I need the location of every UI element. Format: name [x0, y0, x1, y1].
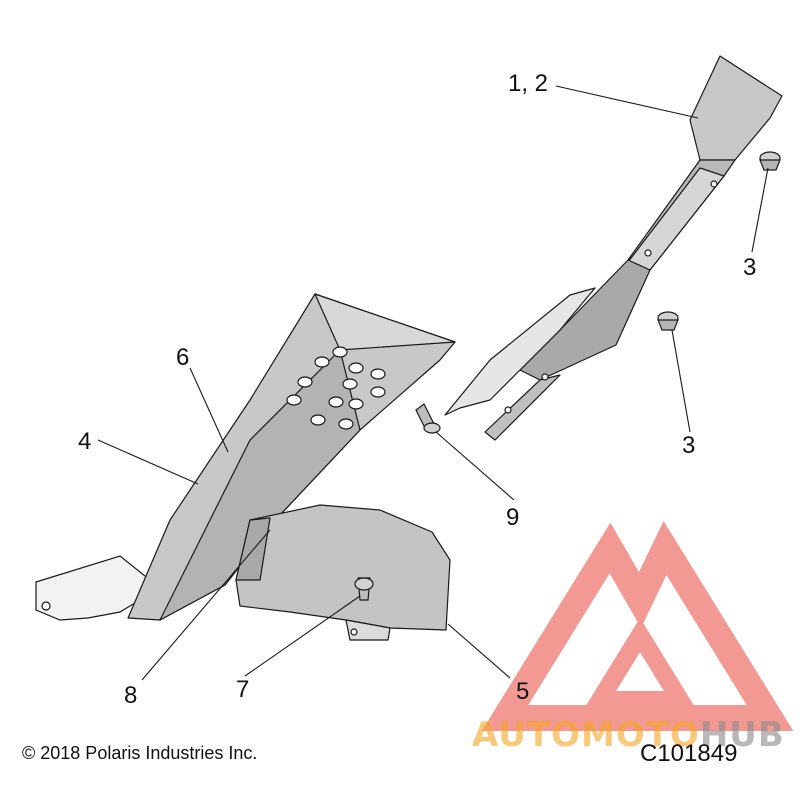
watermark-text: AUTOMOTOHUB: [472, 718, 785, 752]
callout-5: 5: [516, 678, 530, 705]
part-lower-shield: [235, 504, 451, 641]
watermark-auto: AUTO: [472, 715, 581, 755]
callout-1-2: 1, 2: [508, 70, 549, 97]
fastener-7: [354, 577, 374, 601]
part-perforated-guard: [127, 293, 456, 621]
part-lower-flat-bracket: [35, 555, 151, 621]
callout-3-lower: 3: [682, 432, 696, 459]
fastener-3-lower: [657, 311, 679, 331]
callout-6: 6: [176, 344, 190, 371]
callout-8: 8: [124, 682, 138, 709]
part-upper-bracket: [444, 55, 783, 441]
watermark-moto: MOTO: [580, 715, 700, 755]
fastener-3-upper: [759, 151, 781, 171]
leader-lines: [97, 85, 769, 681]
copyright-text: © 2018 Polaris Industries Inc.: [22, 743, 258, 763]
callout-7: 7: [236, 676, 250, 703]
watermark-hub: HUB: [699, 715, 785, 755]
callout-3-upper: 3: [743, 254, 757, 281]
callout-9: 9: [506, 504, 520, 531]
callout-4: 4: [78, 428, 92, 455]
watermark-logo: [481, 520, 794, 731]
fastener-9: [415, 403, 441, 434]
drawing-id: C101849: [640, 740, 738, 767]
